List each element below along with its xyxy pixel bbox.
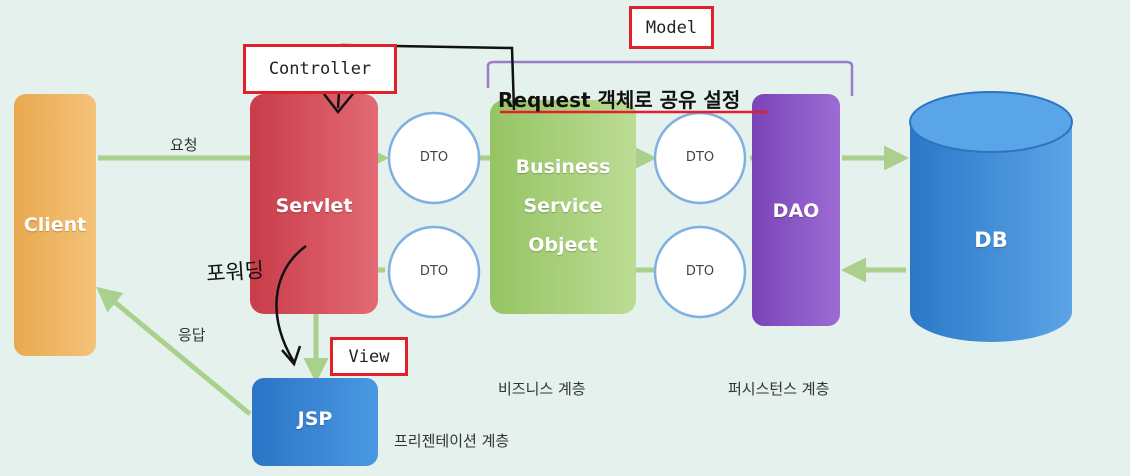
dao-label: DAO: [772, 200, 820, 222]
presentation-layer-label: 프리젠테이션 계층: [394, 432, 510, 450]
client-label: Client: [23, 214, 87, 236]
request-label: 요청: [170, 136, 198, 154]
db-cylinder: [909, 91, 1073, 342]
controller-tag: Controller: [243, 44, 397, 94]
dto-circle-3: [387, 225, 481, 319]
dto-circle-4: [653, 225, 747, 319]
view-tag: View: [330, 337, 408, 376]
model-tag: Model: [629, 6, 714, 49]
business-label-line3: Object: [528, 234, 598, 256]
response-arrow: [96, 286, 252, 416]
jsp-label: JSP: [297, 408, 333, 430]
dto-label-4: DTO: [685, 264, 715, 279]
dto-label-3: DTO: [419, 264, 449, 279]
client-box: [14, 94, 96, 356]
model-bracket: [486, 60, 854, 96]
request-share-annotation-arrowhead: [323, 89, 357, 115]
dao-box: [752, 94, 840, 326]
response-label: 응답: [178, 326, 206, 344]
forwarding-curve: [275, 244, 307, 363]
dto-circles: [387, 111, 747, 319]
request-share-annotation: Request 객체로 공유 설정: [498, 88, 741, 112]
forwarding-arrowhead: [281, 345, 302, 367]
db-label: DB: [974, 228, 1008, 252]
business-layer-label: 비즈니스 계층: [498, 380, 586, 398]
servlet-box: [250, 94, 378, 314]
servlet-label: Servlet: [275, 195, 353, 217]
dto-label-2: DTO: [685, 150, 715, 165]
business-label-line2: Service: [523, 195, 603, 217]
dto-label-1: DTO: [419, 150, 449, 165]
forwarding-annotation: 포워딩: [205, 258, 265, 286]
business-label-line1: Business: [515, 156, 611, 178]
dto-circle-1: [387, 111, 481, 205]
business-service-box: [490, 100, 636, 314]
jsp-box: [252, 378, 378, 466]
persistence-layer-label: 퍼시스턴스 계층: [728, 380, 830, 398]
